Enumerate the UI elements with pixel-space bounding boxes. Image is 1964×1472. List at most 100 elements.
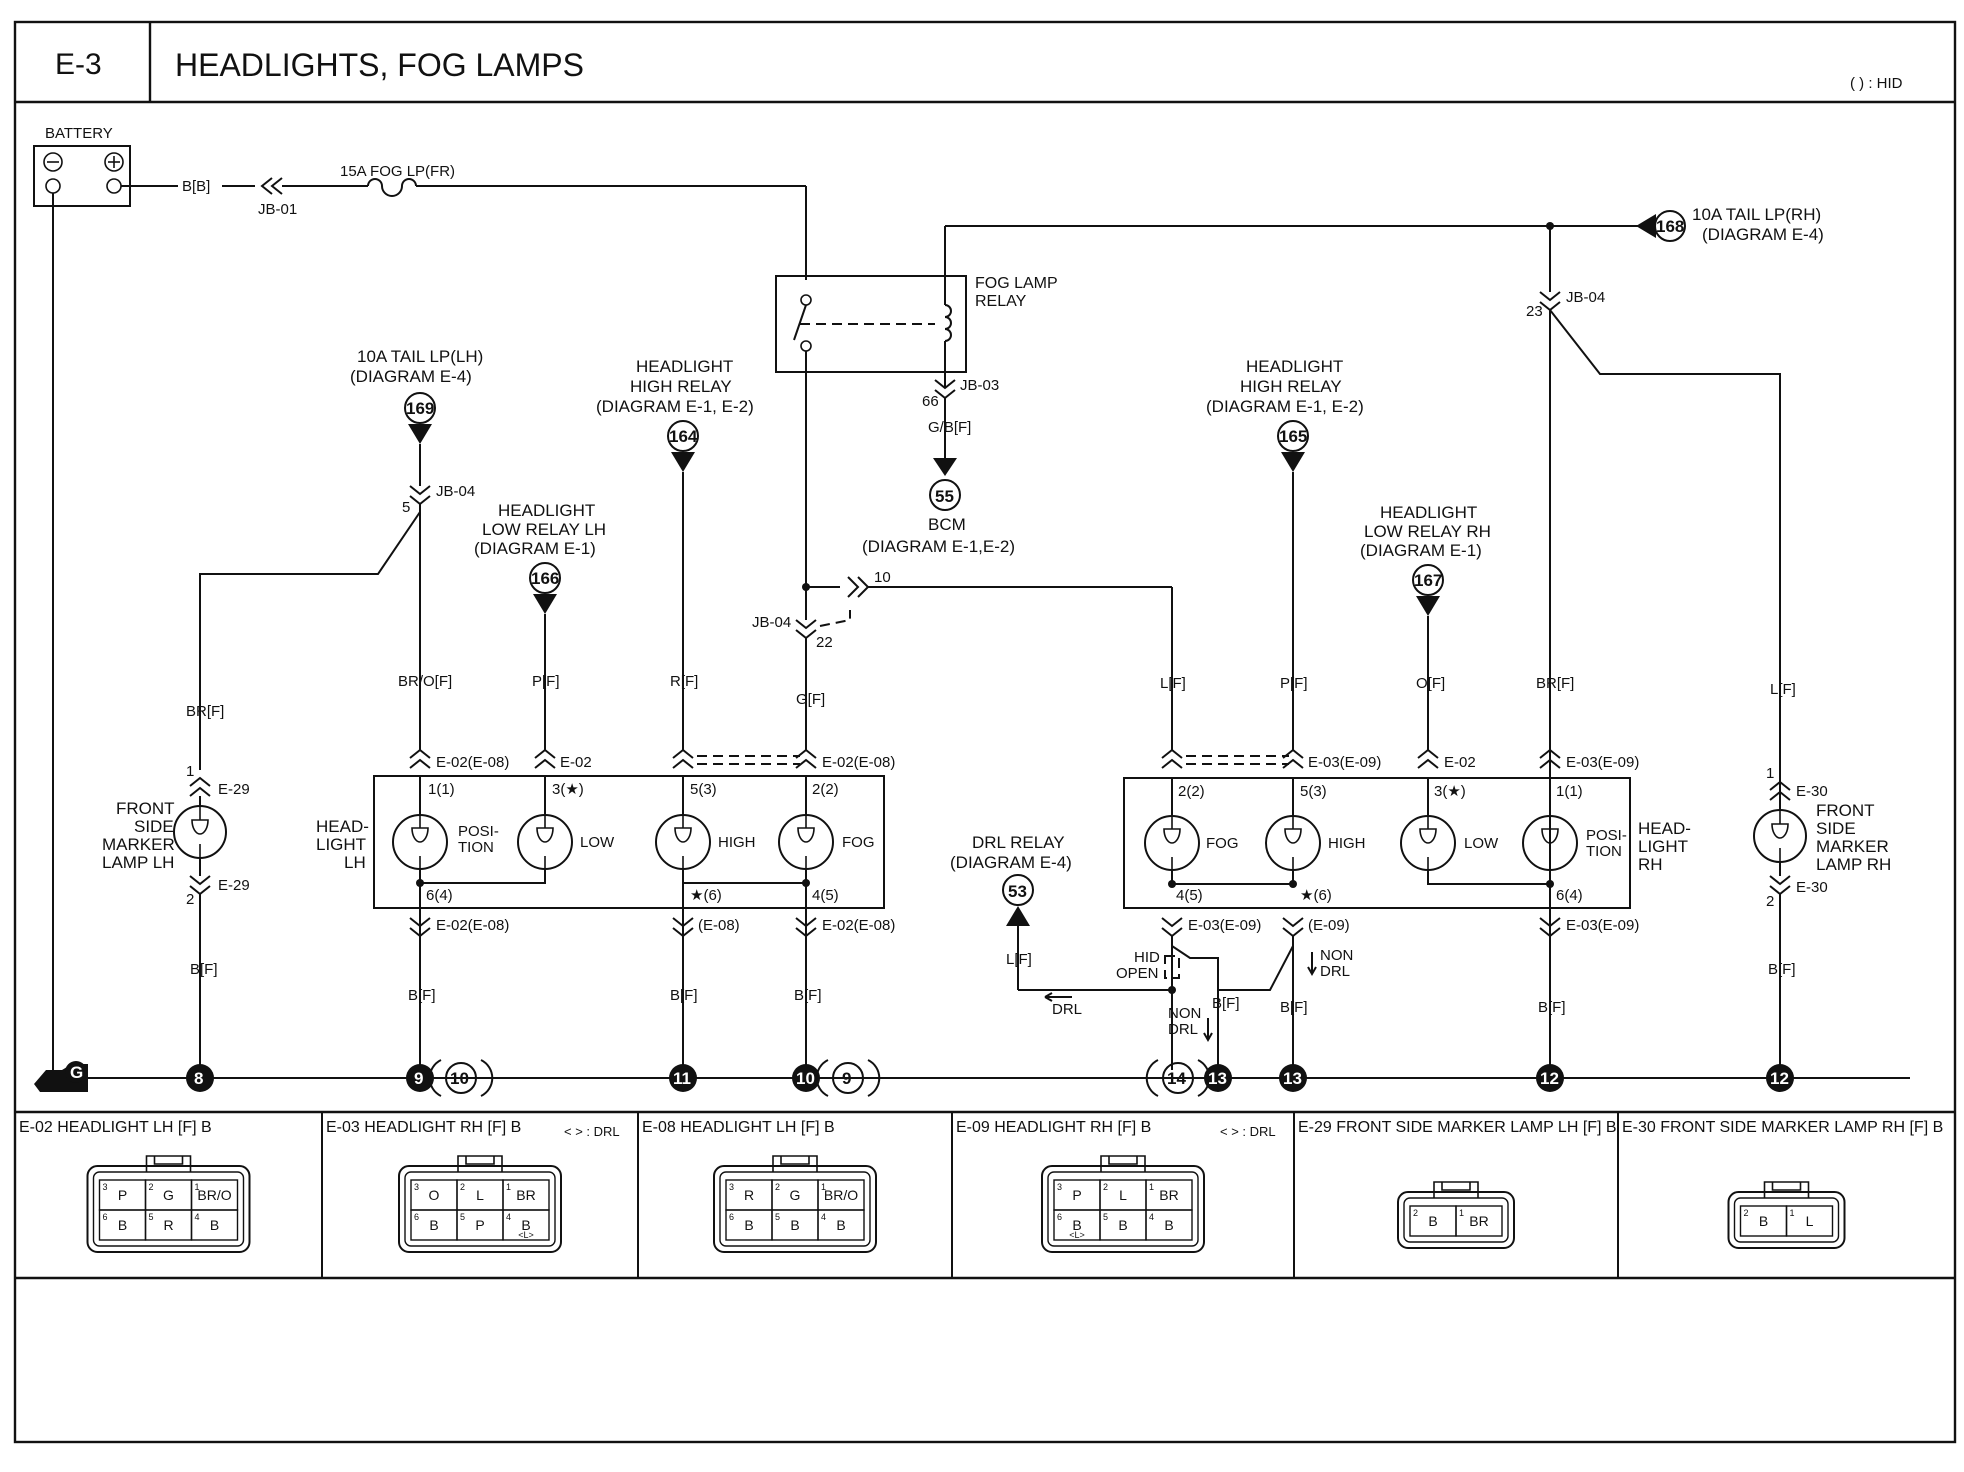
svg-text:14: 14 [1167, 1069, 1186, 1088]
connector-pin-number: 1 [506, 1182, 511, 1192]
headlight-lh-label-2: LIGHT [316, 835, 366, 854]
wire-b-drl: B[F] [1212, 995, 1240, 1012]
bulb-rh-position-icon [1522, 815, 1578, 871]
marker-lh-e29-a: E-29 [218, 781, 250, 798]
bulb-lh-low-icon [517, 814, 573, 870]
jb03-label: JB-03 [960, 377, 999, 394]
drl-relay-circle [1002, 874, 1034, 906]
connector-cavity [817, 1209, 865, 1241]
connector-view-drl-note: < > : DRL [564, 1124, 620, 1139]
svg-text:10: 10 [450, 1069, 469, 1088]
svg-text:9: 9 [842, 1069, 851, 1088]
relay-coil-icon [944, 304, 952, 342]
pin-lh-4-5: 4(5) [812, 887, 839, 904]
ground-point-8: 8 [186, 1064, 214, 1092]
connector-wire-color: L [1806, 1213, 1814, 1229]
conn-lo-e08: (E-08) [698, 917, 740, 934]
marker-rh-label-1: FRONT [1816, 801, 1875, 820]
fog-relay-label-2: RELAY [975, 293, 1027, 310]
connector-pin-number: 1 [1459, 1208, 1464, 1218]
non-drl-1-a: NON [1168, 1005, 1201, 1022]
connector-cavity [502, 1209, 550, 1241]
high-relay-lh-num: 164 [669, 427, 698, 446]
connector-view-title: E-08 HEADLIGHT LH [F] B [642, 1119, 835, 1136]
connector-housing [398, 1165, 562, 1253]
marker-lh-pin-2: 2 [186, 891, 194, 908]
connector-latch [1100, 1155, 1146, 1172]
connector-wire-color: B [429, 1217, 438, 1233]
connector-wire-color: B [1072, 1217, 1081, 1233]
low-relay-lh-label-2: LOW RELAY LH [482, 520, 606, 539]
svg-text:9: 9 [414, 1069, 423, 1088]
connector-wire-color: BR [516, 1187, 535, 1203]
wire-l-rh-marker: L[F] [1770, 681, 1796, 698]
connector-pin-number: 6 [729, 1212, 734, 1222]
connector-pin-number: 2 [460, 1182, 465, 1192]
rh-posi-1: POSI- [1586, 827, 1627, 844]
hid-label-1: HID [1134, 949, 1160, 966]
connector-pin-number: 2 [1413, 1208, 1418, 1218]
connector-view-title: E-09 HEADLIGHT RH [F] B [956, 1119, 1151, 1136]
bcm-wire-label: G/B[F] [928, 419, 971, 436]
connector-pin-number: 5 [149, 1212, 154, 1222]
connector-drl-sub: <L> [1069, 1230, 1085, 1240]
wire-p-lh: P[F] [532, 673, 560, 690]
connector-pin-number: 4 [821, 1212, 826, 1222]
marker-lh-label-4: LAMP LH [102, 853, 174, 872]
svg-text:12: 12 [1770, 1069, 1789, 1088]
ground-point-9: 9 [406, 1064, 434, 1092]
tail-rh-label: 10A TAIL LP(RH) [1692, 205, 1821, 224]
wire-l-rh: L[F] [1160, 675, 1186, 692]
conn-e02-lh: E-02 [560, 754, 592, 771]
conn-e02e08-lh-a: E-02(E-08) [436, 754, 509, 771]
marker-rh-label-3: MARKER [1816, 837, 1889, 856]
connector-wire-color: BR/O [824, 1187, 858, 1203]
headlight-lh-box [373, 775, 885, 909]
connector-pin-number: 3 [729, 1182, 734, 1192]
svg-text:12: 12 [1540, 1069, 1559, 1088]
pin-lh-1-1: 1(1) [428, 781, 455, 798]
connector-pin-number: 2 [1744, 1208, 1749, 1218]
connector-view-title: E-30 FRONT SIDE MARKER LAMP RH [F] B [1622, 1119, 1943, 1136]
bcm-ref: (DIAGRAM E-1,E-2) [862, 537, 1015, 556]
jb04-split-pin-a: 10 [874, 569, 891, 586]
ground-point-10: 10 [792, 1064, 820, 1092]
battery-label: BATTERY [45, 125, 113, 142]
low-relay-rh-ref: (DIAGRAM E-1) [1360, 541, 1482, 560]
drl-arrow-label: DRL [1052, 1001, 1082, 1018]
tail-rh-pin: 23 [1526, 303, 1543, 320]
tail-rh-ref-circle [1654, 210, 1686, 242]
tail-lh-jb: JB-04 [436, 483, 475, 500]
drl-relay-label: DRL RELAY [972, 833, 1065, 852]
conn-e03e09-rh-a: E-03(E-09) [1308, 754, 1381, 771]
rh-high: HIGH [1328, 835, 1366, 852]
connector-drl-sub: <L> [518, 1230, 534, 1240]
connector-housing [86, 1165, 251, 1253]
wire-g-lh: G[F] [796, 691, 825, 708]
ground-point-12-a: 12 [1536, 1064, 1564, 1092]
high-relay-lh-circle [667, 420, 699, 452]
bulb-lh-position-icon [392, 814, 448, 870]
pin-lh-5-3: 5(3) [690, 781, 717, 798]
conn-e03e09-rh-b: E-03(E-09) [1566, 754, 1639, 771]
connector-cavity [190, 1209, 239, 1241]
jb01-connector-icon [260, 177, 283, 195]
connector-wire-color: B [790, 1217, 799, 1233]
connector-wire-color: L [1119, 1187, 1127, 1203]
connector-pin-number: 1 [195, 1182, 200, 1192]
hid-label-2: OPEN [1116, 965, 1159, 982]
low-relay-rh-label-1: HEADLIGHT [1380, 503, 1477, 522]
connector-wire-color: O [429, 1187, 440, 1203]
marker-rh-e30-b: E-30 [1796, 879, 1828, 896]
wire-p-rh: P[F] [1280, 675, 1308, 692]
connector-pin-number: 2 [149, 1182, 154, 1192]
connector-view-title: E-03 HEADLIGHT RH [F] B [326, 1119, 521, 1136]
connector-wire-color: P [118, 1187, 127, 1203]
wire-b-hl-rh-a: B[F] [1280, 999, 1308, 1016]
connector-pin-number: 6 [1057, 1212, 1062, 1222]
marker-rh-bulb-icon [1753, 809, 1807, 863]
tail-rh-ref: (DIAGRAM E-4) [1702, 225, 1824, 244]
connector-pin-number: 4 [1149, 1212, 1154, 1222]
battery-positive-icon [104, 152, 124, 172]
headlight-rh-box [1123, 777, 1631, 909]
